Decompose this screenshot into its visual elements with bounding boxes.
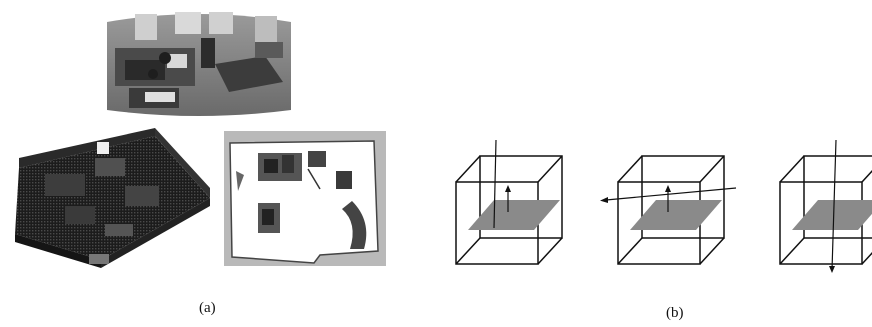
cube-ray-vertical-down	[774, 138, 872, 278]
cube-ray-vertical	[450, 138, 570, 278]
panel-b-caption: (b)	[666, 305, 684, 322]
map-icon	[224, 131, 386, 266]
occupancy-2d-map	[224, 131, 386, 266]
ray-through-cube-icon	[774, 138, 872, 278]
point-cloud-icon	[5, 128, 215, 268]
voxel-3d-map	[5, 128, 215, 268]
ray-through-cube-icon	[450, 138, 570, 278]
ray-through-cube-icon	[598, 138, 738, 278]
office-photo	[105, 8, 293, 118]
cube-ray-horizontal	[598, 138, 738, 278]
panel-a-caption: (a)	[199, 300, 216, 317]
photo-icon	[105, 8, 293, 118]
